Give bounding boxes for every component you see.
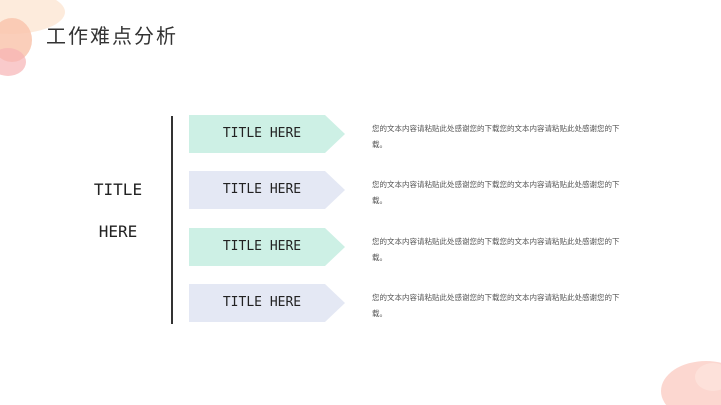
arrow-shape bbox=[189, 284, 345, 322]
item-description-3: 您的文本内容请粘贴此处感谢您的下载您的文本内容请粘贴此处感谢您的下载。 bbox=[372, 237, 620, 262]
arrow-tag-2: TITLE HERE bbox=[189, 171, 345, 209]
arrow-shape bbox=[189, 171, 345, 209]
arrow-tag-3: TITLE HERE bbox=[189, 228, 345, 266]
arrow-tag-label: TITLE HERE bbox=[222, 182, 302, 197]
side-title-line1: TITLE bbox=[93, 180, 143, 199]
item-description-2: 您的文本内容请粘贴此处感谢您的下载您的文本内容请粘贴此处感谢您的下载。 bbox=[372, 180, 620, 205]
arrow-tag-4: TITLE HERE bbox=[189, 284, 345, 322]
page-title: 工作难点分析 bbox=[46, 24, 178, 48]
side-title: TITLE HERE bbox=[78, 169, 158, 253]
arrow-tag-label: TITLE HERE bbox=[222, 126, 302, 141]
arrow-shape bbox=[189, 115, 345, 153]
arrow-tag-label: TITLE HERE bbox=[222, 239, 302, 254]
item-description-1: 您的文本内容请粘贴此处感谢您的下载您的文本内容请粘贴此处感谢您的下载。 bbox=[372, 124, 620, 149]
item-description-4: 您的文本内容请粘贴此处感谢您的下载您的文本内容请粘贴此处感谢您的下载。 bbox=[372, 293, 620, 318]
top-left-decoration bbox=[0, 0, 65, 76]
arrow-tag-label: TITLE HERE bbox=[222, 295, 302, 310]
arrow-shape bbox=[189, 228, 345, 266]
vertical-divider bbox=[171, 116, 173, 324]
side-title-line2: HERE bbox=[98, 222, 138, 241]
bottom-right-decoration bbox=[661, 361, 721, 405]
arrow-tag-1: TITLE HERE bbox=[189, 115, 345, 153]
